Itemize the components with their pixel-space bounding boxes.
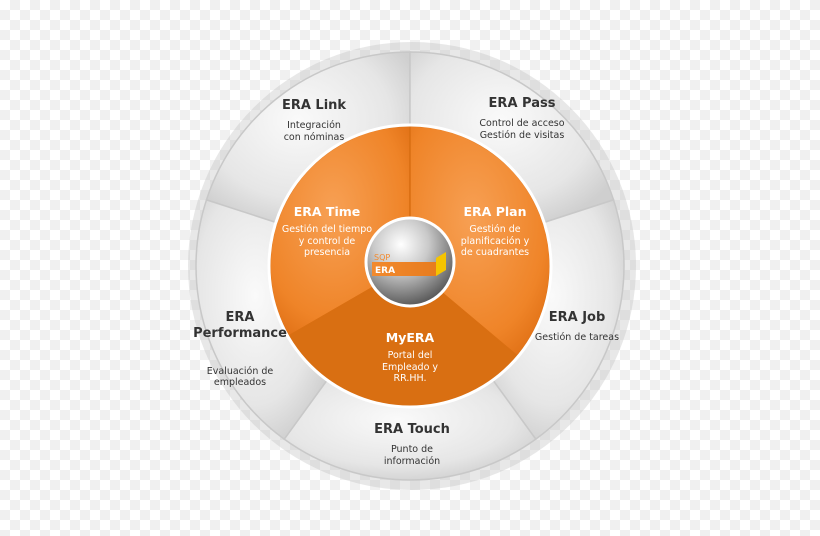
center-logo: SQP ERA <box>364 216 456 308</box>
segment-description: Evaluación de empleados <box>206 365 274 389</box>
segment-title: MyERA <box>385 330 435 345</box>
segment-myera: MyERA Portal del Empleado y RR.HH. <box>340 330 480 385</box>
outer-ring <box>195 51 625 481</box>
segment-era-pass: ERA Pass Control de acceso Gestión de vi… <box>452 96 592 142</box>
segment-title: ERA Job <box>548 310 606 325</box>
segment-title: ERA Link <box>281 98 347 113</box>
segment-description: Gestión de tareas <box>534 332 620 344</box>
logo-top-text: SQP <box>374 253 390 262</box>
segment-era-plan: ERA Plan Gestión de planificación y de c… <box>425 204 565 259</box>
segment-title: ERA Touch <box>374 422 450 437</box>
logo-bottom-text: ERA <box>375 266 395 276</box>
logo-flag-icon <box>436 252 446 276</box>
inner-ring-border <box>267 123 553 409</box>
segment-description: Portal del Empleado y RR.HH. <box>381 349 439 385</box>
segment-description: Gestión del tiempo y control de presenci… <box>281 223 373 259</box>
segment-era-performance: ERA Performance Evaluación de empleados <box>170 290 310 409</box>
segment-title: ERA Pass <box>488 96 556 111</box>
segment-era-time: ERA Time Gestión del tiempo y control de… <box>257 204 397 259</box>
segment-description: Control de acceso Gestión de visitas <box>479 118 565 142</box>
segment-era-link: ERA Link Integración con nóminas <box>244 98 384 144</box>
segment-description: Punto de información <box>383 444 441 468</box>
segment-description: Gestión de planificación y de cuadrantes <box>460 223 530 259</box>
segment-description: Integración con nóminas <box>283 120 345 144</box>
logo-bar <box>372 262 444 276</box>
segment-title: ERA Performance <box>193 310 287 342</box>
segment-title: ERA Time <box>293 204 361 219</box>
segment-era-job: ERA Job Gestión de tareas <box>507 310 647 344</box>
segment-title: ERA Plan <box>463 204 527 219</box>
segment-era-touch: ERA Touch Punto de información <box>342 422 482 468</box>
